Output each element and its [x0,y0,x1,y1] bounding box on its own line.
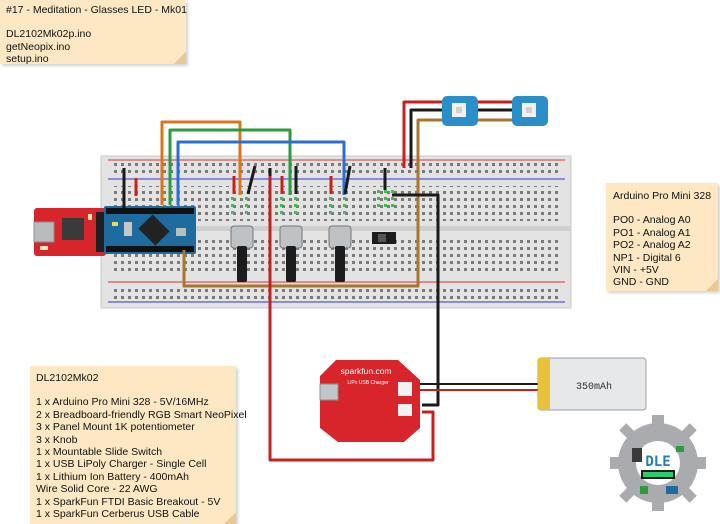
ftdi-breakout [33,208,106,256]
note-fold [706,279,718,291]
potentiometer-1 [230,225,254,282]
potentiometer-2 [279,225,303,282]
part-item: 2 x Breadboard-friendly RGB Smart NeoPix… [36,408,247,421]
highlighted-holes [231,190,394,214]
file-name: DL2102Mk02p.ino [6,28,92,41]
parts-heading: DL2102Mk02 [36,372,99,384]
lipo-charger: sparkfun.com LiPo USB Charger [319,360,420,442]
file-name: getNeopix.ino [6,40,71,53]
part-item: 1 x Arduino Pro Mini 328 - 5V/16MHz [36,396,209,409]
pin-mapping: NP1 - Digital 6 [613,251,681,264]
part-item: 1 x Mountable Slide Switch [36,446,163,459]
lipo-battery: 350mAh [537,357,647,411]
pins-note: Arduino Pro Mini 328 PO0 - Analog A0 PO1… [606,183,718,291]
pin-mapping: GND - GND [613,276,669,289]
title-note: #17 - Meditation - Glasses LED - Mk01 DL… [0,0,187,66]
part-item: 1 x Lithium Ion Battery - 400mAh [36,470,189,483]
diagram-title: #17 - Meditation - Glasses LED - Mk01 [6,4,187,16]
neopixel-1 [442,96,478,126]
part-item: 1 x USB LiPoly Charger - Single Cell [36,458,207,471]
arduino-pro-mini [104,206,196,254]
part-item: 1 x SparkFun FTDI Basic Breakout - 5V [36,495,221,508]
pins-heading: Arduino Pro Mini 328 [613,190,712,202]
logo-text: DLE [645,454,670,470]
part-item: 3 x Panel Mount 1K potentiometer [36,421,195,434]
slide-switch [372,232,396,244]
part-item: Wire Solid Core - 22 AWG [36,483,158,496]
potentiometer-3 [328,225,352,282]
note-fold [224,512,236,524]
pin-mapping: PO1 - Analog A1 [613,226,691,239]
pin-mapping: VIN - +5V [613,264,659,277]
pin-mapping: PO0 - Analog A0 [613,214,691,227]
battery-label: 350mAh [576,381,612,393]
parts-note: DL2102Mk02 1 x Arduino Pro Mini 328 - 5V… [30,366,247,524]
pin-mapping: PO2 - Analog A2 [613,239,691,252]
part-item: 3 x Knob [36,433,78,446]
charger-sublabel: LiPo USB Charger [347,380,388,386]
note-fold [174,52,186,64]
neopixel-2 [512,96,548,126]
part-item: 1 x SparkFun Cerberus USB Cable [36,508,200,521]
charger-label: sparkfun.com [340,366,391,376]
wires [122,100,540,462]
dle-logo: DLE [610,415,706,511]
file-name: setup.ino [6,53,49,66]
